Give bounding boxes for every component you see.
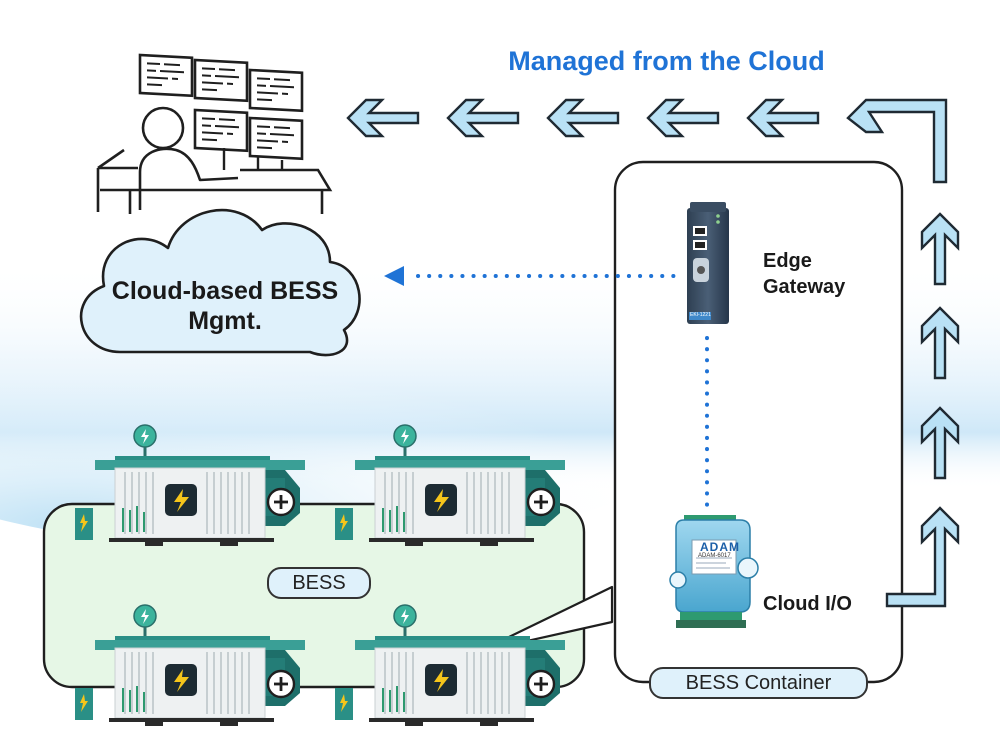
edge-gateway-device [687, 202, 729, 324]
cloud-label: Cloud-based BESS Mgmt. [111, 277, 339, 335]
io-brand-text: ADAM [700, 540, 740, 554]
bess-container-frame [613, 160, 904, 684]
arrow-left-icon [446, 98, 520, 138]
arrow-left-icon [346, 98, 420, 138]
cloud-io-module [669, 515, 759, 628]
plus-terminal-icon [526, 487, 556, 517]
arrow-head-icon [384, 266, 404, 286]
edge-gateway-label-text: Edge Gateway [763, 250, 846, 298]
operator-at-monitors-icon [96, 53, 333, 214]
gateway-badge-text: EKI-1221 [690, 312, 711, 318]
arrow-corner-icon [846, 98, 948, 184]
plus-terminal-icon [526, 669, 556, 699]
bess-label: BESS [267, 567, 371, 599]
plus-terminal-icon [266, 669, 296, 699]
cloud-icon [79, 208, 361, 357]
bess-container-label: BESS Container [649, 667, 868, 699]
io-model-text: ADAM-6017 [698, 553, 731, 559]
arrow-left-icon [646, 98, 720, 138]
arrow-elbow-icon [885, 506, 960, 608]
diagram-title: Managed from the Cloud [508, 46, 825, 76]
cloud-io-label: Cloud I/O [763, 593, 852, 615]
plus-terminal-icon [266, 487, 296, 517]
arrow-left-icon [546, 98, 620, 138]
arrow-left-icon [746, 98, 820, 138]
edge-gateway-label: Edge Gateway [763, 248, 873, 300]
callout-wedge [476, 585, 614, 654]
